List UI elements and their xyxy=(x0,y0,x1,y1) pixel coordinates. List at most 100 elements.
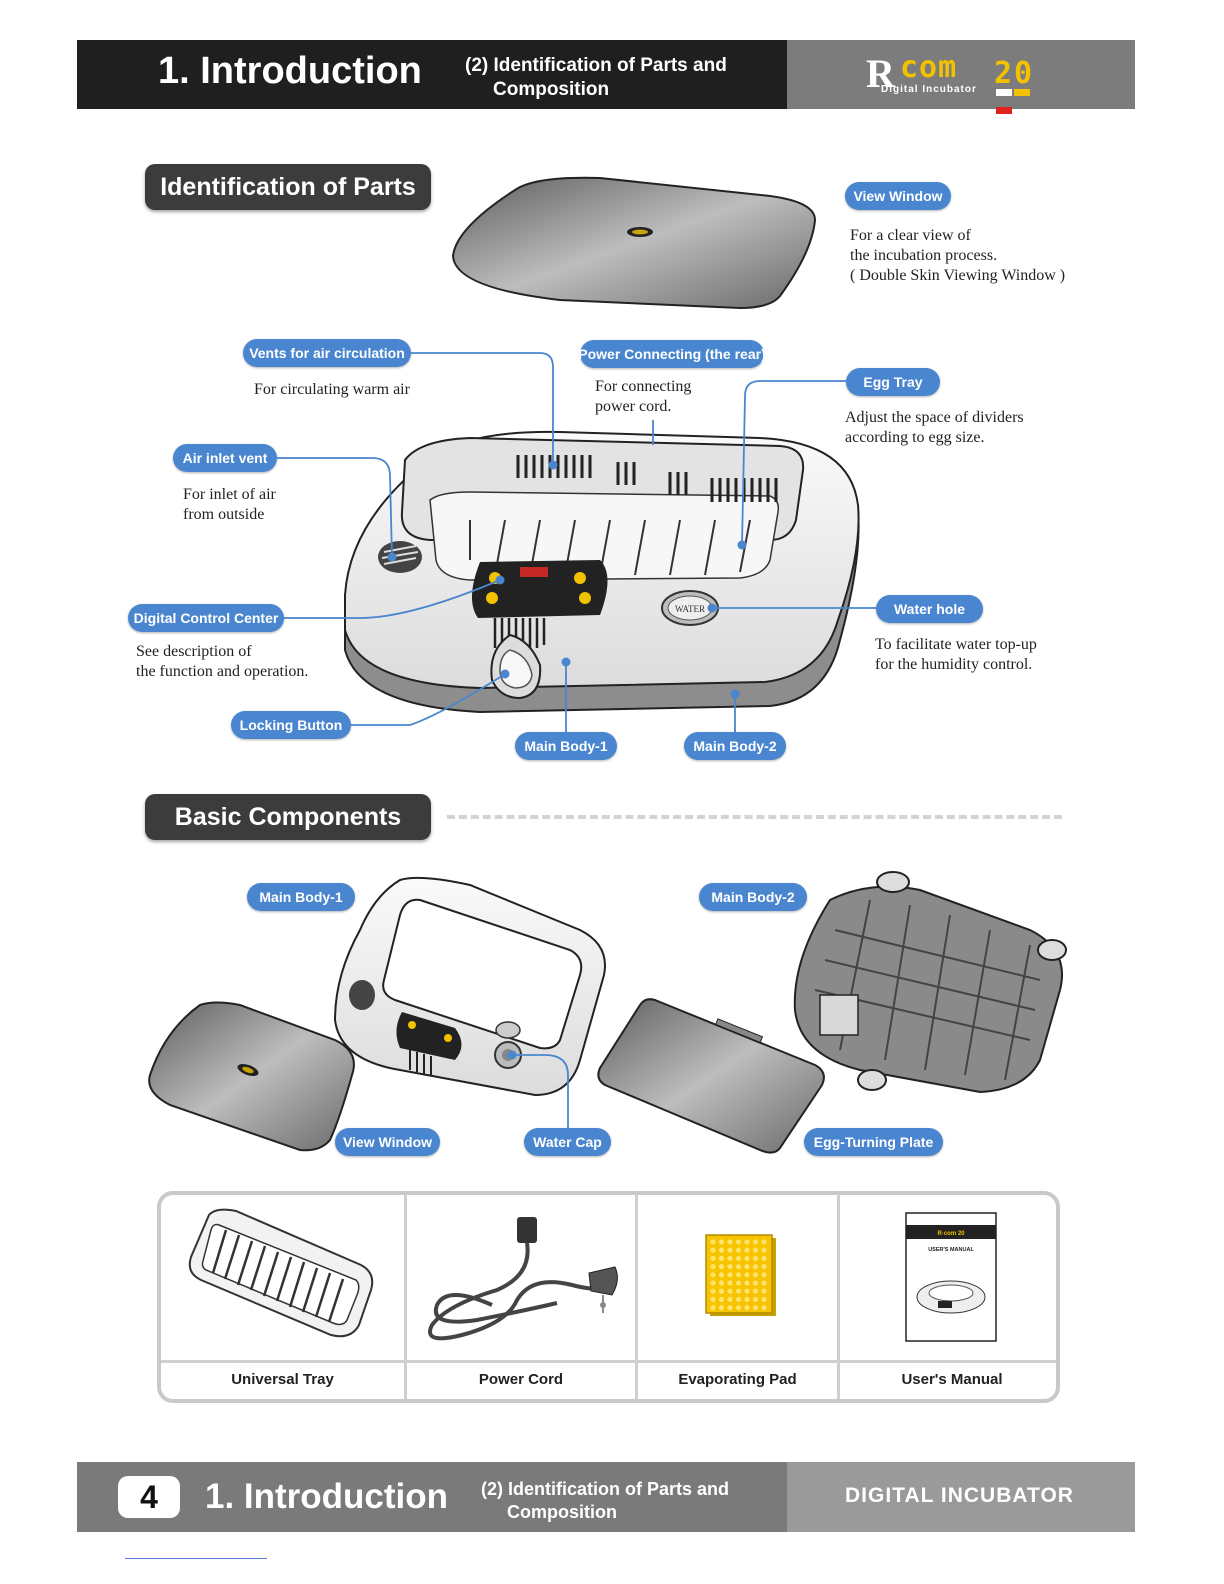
desc-power-connecting: For connecting power cord. xyxy=(595,378,692,415)
pad-dot xyxy=(752,1247,759,1253)
component-label: Universal Tray xyxy=(231,1371,334,1388)
header-subtitle: (2) Identification of Parts and Composit… xyxy=(465,54,727,102)
footer-product-name: DIGITAL INCUBATOR xyxy=(845,1484,1074,1507)
pad-dot xyxy=(735,1255,742,1261)
manual-cover-text: USER'S MANUAL xyxy=(928,1247,974,1253)
pad-dot xyxy=(710,1255,716,1261)
pad-dot xyxy=(735,1305,742,1311)
component-label: Evaporating Pad xyxy=(678,1371,797,1388)
pad-dot xyxy=(727,1305,733,1311)
pad-dot xyxy=(735,1264,742,1270)
pad-dot xyxy=(761,1288,767,1294)
logo-r: R xyxy=(866,51,895,96)
basic-egg-turning-plate-drawing xyxy=(597,998,825,1154)
pad-dot xyxy=(718,1296,725,1302)
pad-dot xyxy=(727,1272,733,1278)
component-evaporating-pad: Evaporating Pad xyxy=(638,1195,840,1399)
component-label: User's Manual xyxy=(901,1371,1003,1388)
components-table: Universal Tray Power Cord Evaporating Pa… xyxy=(157,1191,1060,1403)
pad-dot xyxy=(727,1296,733,1302)
section-title-basic-components: Basic Components xyxy=(145,794,431,840)
label-view-window: View Window xyxy=(845,182,951,210)
basic-main-body-2-drawing xyxy=(793,871,1067,1094)
label-main-body-1: Main Body-1 xyxy=(515,732,617,760)
pad-dot xyxy=(752,1272,759,1278)
logo-20: 20 xyxy=(994,56,1035,91)
component-users-manual: R·com 20 USER'S MANUAL User's Manual xyxy=(840,1195,1056,1399)
pad-dot xyxy=(735,1247,742,1253)
pad-dot xyxy=(752,1305,759,1311)
manual-icon: R·com 20 USER'S MANUAL xyxy=(905,1212,997,1342)
pad-dot xyxy=(727,1280,733,1286)
logo-com: com xyxy=(900,50,958,85)
label-digital-control-center: Digital Control Center xyxy=(128,604,284,632)
pad-dot xyxy=(744,1305,750,1311)
footer-subtitle: (2) Identification of Parts and Composit… xyxy=(481,1478,729,1524)
header-subtitle-line1: (2) Identification of Parts and xyxy=(465,55,727,76)
pad-dot xyxy=(744,1264,750,1270)
footer-underline xyxy=(125,1558,267,1559)
basic-main-body-1-drawing xyxy=(333,876,606,1097)
pad-dot xyxy=(744,1239,750,1245)
pad-dot xyxy=(727,1239,733,1245)
pad-dot xyxy=(727,1247,733,1253)
desc-view-window: For a clear view of the incubation proce… xyxy=(850,227,1066,284)
pad-dot xyxy=(752,1288,759,1294)
pad-dot xyxy=(761,1272,767,1278)
pad-dot xyxy=(727,1255,733,1261)
pad-dot xyxy=(718,1280,725,1286)
pad-dot xyxy=(718,1272,725,1278)
pad-dot xyxy=(761,1264,767,1270)
pad-dot xyxy=(744,1255,750,1261)
label-main-body-2: Main Body-2 xyxy=(684,732,786,760)
header-subtitle-line2: Composition xyxy=(493,79,610,100)
footer-subtitle-line2: Composition xyxy=(507,1502,617,1522)
pad-dot xyxy=(744,1288,750,1294)
pad-dot xyxy=(735,1288,742,1294)
pad-dot xyxy=(718,1264,725,1270)
pad-dot xyxy=(761,1247,767,1253)
desc-air-inlet-vent: For inlet of air from outside xyxy=(183,486,276,523)
pad-dot xyxy=(710,1296,716,1302)
tray-icon xyxy=(188,1208,374,1338)
pad-dot xyxy=(727,1264,733,1270)
view-window-lid-drawing xyxy=(451,176,817,310)
pad-dot xyxy=(710,1247,716,1253)
desc-egg-tray: Adjust the space of dividers according t… xyxy=(845,409,1024,446)
pad-dot xyxy=(744,1296,750,1302)
pad-dot xyxy=(710,1272,716,1278)
label-vents-air-circulation: Vents for air circulation xyxy=(243,339,411,367)
pad-dot xyxy=(718,1255,725,1261)
label-water-hole: Water hole xyxy=(876,595,983,623)
pad-dot xyxy=(752,1296,759,1302)
pad-dot xyxy=(761,1255,767,1261)
pad-dot xyxy=(761,1239,767,1245)
pad-dot xyxy=(710,1264,716,1270)
desc-water-hole: To facilitate water top-up for the humid… xyxy=(875,636,1037,673)
pad-dot xyxy=(718,1239,725,1245)
pad-dot xyxy=(761,1280,767,1286)
pad-dot xyxy=(710,1280,716,1286)
header-title: 1. Introduction xyxy=(158,50,422,92)
pad-dot xyxy=(744,1247,750,1253)
pad-dot xyxy=(718,1305,725,1311)
component-power-cord: Power Cord xyxy=(407,1195,638,1399)
pad-dot xyxy=(752,1255,759,1261)
page-number: 4 xyxy=(118,1476,180,1518)
pad-dot xyxy=(744,1272,750,1278)
pad-dot xyxy=(744,1280,750,1286)
pad-dot xyxy=(710,1288,716,1294)
footer-bar xyxy=(77,1462,787,1532)
section-title-identification: Identification of Parts xyxy=(145,164,431,210)
pad-dot xyxy=(710,1239,716,1245)
pad-dot xyxy=(718,1288,725,1294)
pad-dot xyxy=(735,1272,742,1278)
logo-subtitle: Digital Incubator xyxy=(881,84,977,95)
desc-vents-air-circulation: For circulating warm air xyxy=(254,381,410,398)
pad-dot xyxy=(718,1247,725,1253)
footer-right-panel xyxy=(787,1462,1135,1532)
basic-label-main-body-2: Main Body-2 xyxy=(699,883,807,911)
power-cord-icon xyxy=(428,1217,618,1341)
desc-digital-control-center: See description of the function and oper… xyxy=(136,643,309,680)
